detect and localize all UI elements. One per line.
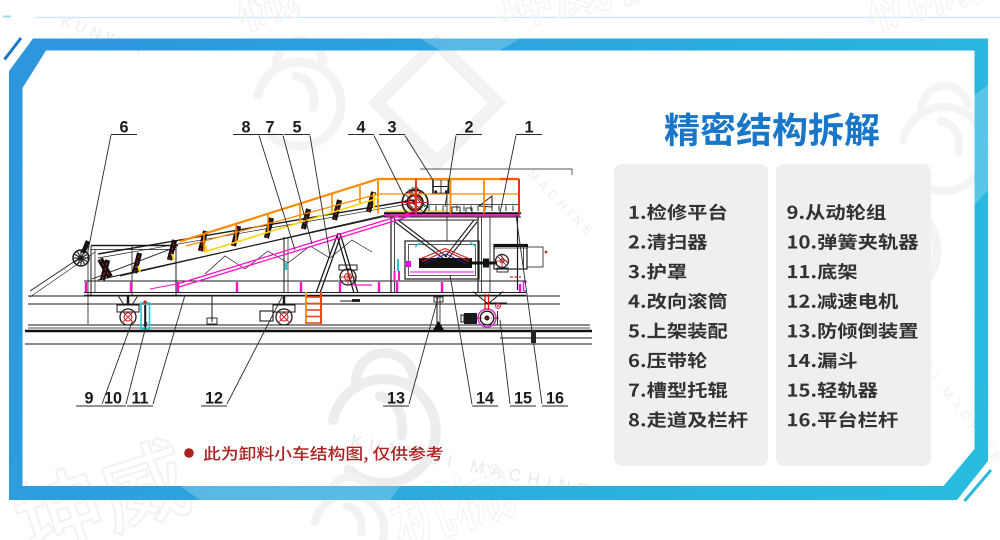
svg-text:10: 10 <box>104 390 122 408</box>
svg-text:2: 2 <box>464 119 473 137</box>
svg-text:14: 14 <box>476 390 494 408</box>
svg-text:15: 15 <box>514 390 532 408</box>
svg-text:7: 7 <box>265 119 274 137</box>
svg-text:4: 4 <box>356 119 365 137</box>
svg-text:8: 8 <box>241 119 250 137</box>
svg-text:6: 6 <box>119 119 128 137</box>
svg-text:11: 11 <box>131 390 148 408</box>
svg-text:1: 1 <box>524 119 533 137</box>
svg-text:12: 12 <box>205 390 223 408</box>
svg-text:5: 5 <box>292 119 301 137</box>
svg-text:13: 13 <box>387 390 405 408</box>
svg-text:16: 16 <box>546 390 564 408</box>
svg-text:3: 3 <box>387 119 396 137</box>
svg-text:9: 9 <box>84 390 93 408</box>
